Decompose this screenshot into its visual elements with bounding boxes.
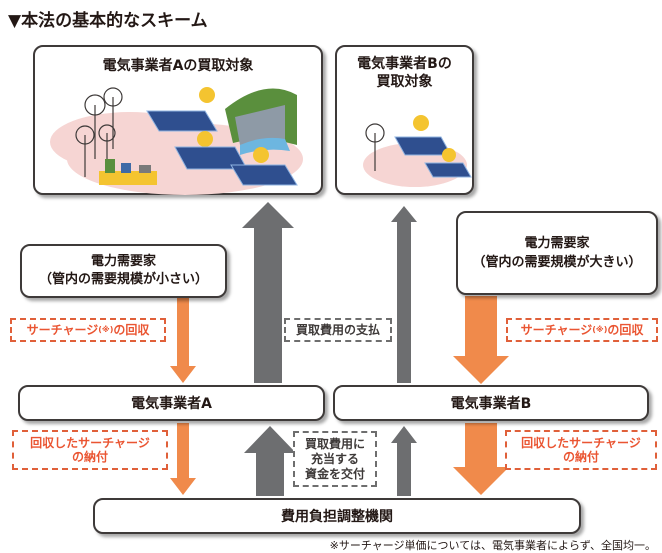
delivery-left-line1: 回収したサーチャージ (30, 436, 150, 450)
funds-arrow-b (391, 426, 417, 496)
surcharge-delivery-left: 回収したサーチャージ の納付 (12, 430, 168, 470)
surcharge-left-note: (※) (98, 325, 114, 334)
surcharge-left-suffix: の回収 (113, 323, 150, 337)
funds-line2: 充当する (310, 451, 359, 466)
funds-transfer-label: 買取費用に 充当する 資金を交付 (293, 431, 377, 487)
surcharge-arrow-left (170, 298, 196, 383)
consumer-small-box: 電力需要家 （管内の需要規模が小さい） (20, 244, 227, 298)
surcharge-right-note: (※) (592, 325, 608, 334)
operator-a-target-box: 電気事業者Aの買取対象 (33, 45, 323, 195)
delivery-right-line2: の納付 (562, 450, 599, 464)
operator-b-target-box: 電気事業者Bの 買取対象 (335, 45, 474, 195)
operator-b-box: 電気事業者B (333, 385, 649, 421)
funds-line1: 買取費用に (304, 436, 365, 451)
renewables-illustration-a (50, 87, 303, 195)
adjustment-body-box: 費用負担調整機関 (93, 498, 581, 534)
surcharge-right-suffix: の回収 (607, 323, 644, 337)
funds-line3: 資金を交付 (304, 466, 365, 481)
renewables-illustration-b (363, 115, 472, 187)
surcharge-collection-right: サーチャージ(※)の回収 (506, 318, 658, 342)
operator-a-target-label: 電気事業者Aの買取対象 (102, 58, 254, 74)
scheme-heading: ▼本法の基本的なスキーム (8, 11, 208, 31)
consumer-small-title: 電力需要家 (90, 254, 156, 269)
surcharge-delivery-right: 回収したサーチャージ の納付 (505, 430, 657, 470)
delivery-arrow-right (453, 423, 509, 495)
surcharge-right-text: サーチャージ (520, 323, 593, 337)
operator-a-box: 電気事業者A (18, 385, 325, 421)
footnote: ※サーチャージ単価については、電気事業者によらず、全国均一。 (329, 539, 656, 552)
consumer-large-note: （管内の需要規模が大きい） (472, 255, 642, 270)
surcharge-left-text: サーチャージ (26, 323, 99, 337)
purchase-payment-arrow-a (242, 202, 294, 383)
purchase-payment-arrow-b (391, 206, 417, 383)
surcharge-collection-left: サーチャージ(※)の回収 (10, 318, 166, 342)
surcharge-arrow-right (453, 296, 509, 384)
operator-b-target-label-line1: 電気事業者Bの (357, 56, 452, 72)
operator-b-target-label-line2: 買取対象 (376, 74, 433, 90)
delivery-left-line2: の納付 (71, 450, 108, 464)
consumer-large-box: 電力需要家 （管内の需要規模が大きい） (456, 211, 658, 295)
purchase-payment-label: 買取費用の支払 (284, 318, 392, 342)
delivery-right-line1: 回収したサーチャージ (521, 436, 641, 450)
delivery-arrow-left (170, 423, 196, 495)
funds-arrow-a (244, 426, 296, 496)
consumer-large-title: 電力需要家 (524, 236, 590, 251)
consumer-small-note: （管内の需要規模が小さい） (38, 272, 208, 287)
